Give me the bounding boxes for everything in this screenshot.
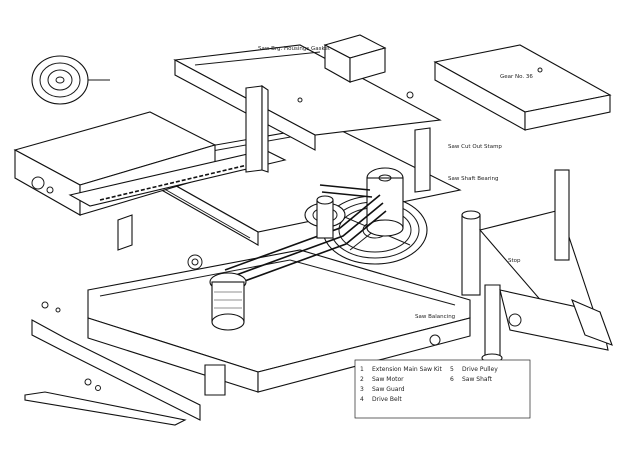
- legend-num: 5: [450, 366, 454, 373]
- outrigger-arm: [478, 169, 613, 351]
- arbor-pulley: [304, 195, 346, 239]
- legend-row-3: 3 Saw Guard: [360, 386, 405, 393]
- legend-row-5: 5 Drive Pulley: [450, 366, 498, 373]
- drive-belts: [224, 184, 387, 287]
- detached-pulley: [31, 55, 110, 105]
- front-skid: [24, 319, 201, 426]
- slotted-rail-left: [68, 149, 287, 251]
- upright-posts: [245, 84, 431, 193]
- callout-c6: Gear No. 36: [500, 74, 533, 80]
- legend-label: Saw Motor: [372, 376, 404, 383]
- legend-num: 3: [360, 386, 364, 393]
- legend-num: 4: [360, 396, 364, 403]
- callout-c4: Saw Balancing: [415, 314, 455, 320]
- left-pulley-stack: [209, 272, 247, 331]
- top-right-housing: [433, 44, 612, 131]
- legend-label: Drive Belt: [372, 396, 402, 403]
- right-column: [461, 210, 503, 363]
- legend-num: 6: [450, 376, 454, 383]
- legend-row-6: 6 Saw Shaft: [450, 376, 493, 383]
- legend-label: Saw Shaft: [462, 376, 493, 383]
- legend-row-2: 2 Saw Motor: [360, 376, 404, 383]
- legend-num: 2: [360, 376, 364, 383]
- legend-label: Drive Pulley: [462, 366, 498, 373]
- callout-c1: Saw Brg. Housings Gasket: [258, 46, 331, 52]
- legend-box: 1 Extension Main Saw Kit 2 Saw Motor 3 S…: [354, 359, 531, 419]
- top-beam: [173, 44, 442, 151]
- legend-row-1: 1 Extension Main Saw Kit: [360, 366, 442, 373]
- legend-num: 1: [360, 366, 364, 373]
- fasteners: [41, 67, 543, 391]
- legend-label: Extension Main Saw Kit: [372, 366, 442, 373]
- main-base-frame: [87, 249, 471, 396]
- callout-c3: Saw Shaft Bearing: [448, 176, 499, 182]
- legend-row-4: 4 Drive Belt: [360, 396, 402, 403]
- callouts: Saw Brg. Housings Gasket Saw Cut Out Sta…: [258, 46, 533, 320]
- callout-c5: Stop: [508, 258, 521, 264]
- saw-motor: [366, 167, 404, 237]
- legend-label: Saw Guard: [372, 386, 405, 393]
- top-center-box: [323, 34, 387, 83]
- callout-c2: Saw Cut Out Stamp: [448, 144, 502, 150]
